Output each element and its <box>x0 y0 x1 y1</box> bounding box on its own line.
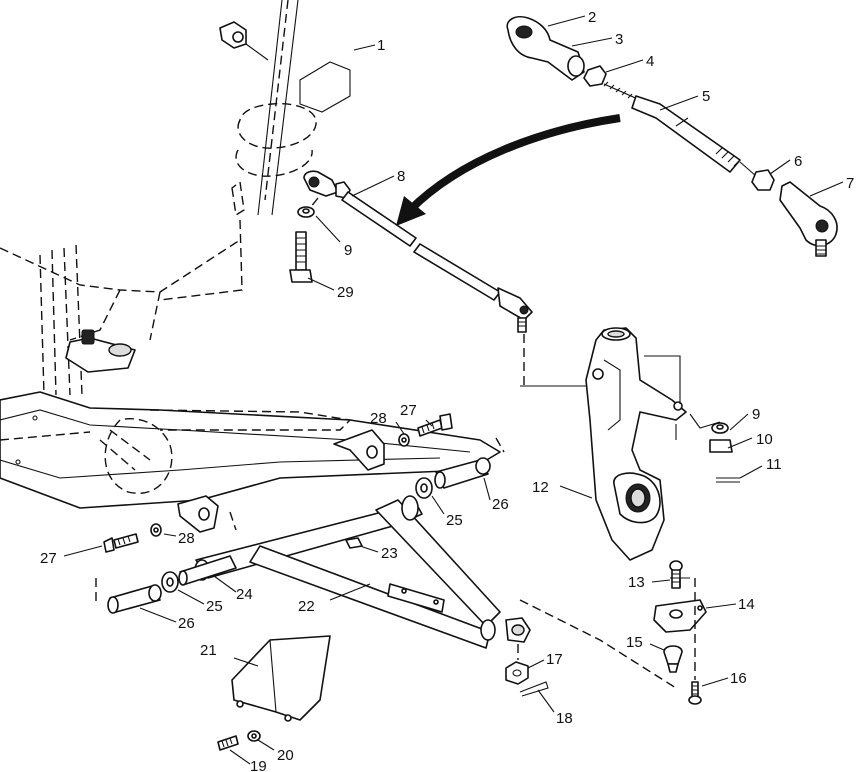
callout-17: 17 <box>546 651 563 668</box>
bolt-16 <box>688 681 702 705</box>
washer-28-bolt-upper <box>398 433 410 447</box>
callout-25-upper: 25 <box>446 512 463 529</box>
callout-28-lower: 28 <box>178 530 195 547</box>
washer-25-lower <box>161 571 179 593</box>
tie-rod-installed <box>289 170 586 387</box>
callout-13: 13 <box>628 574 645 591</box>
ball-joint-guides <box>519 577 696 689</box>
callout-27-lower: 27 <box>40 550 57 567</box>
callout-28-upper: 28 <box>370 410 387 427</box>
callout-22: 22 <box>298 598 315 615</box>
callout-10: 10 <box>756 431 773 448</box>
callout-4: 4 <box>646 53 654 70</box>
callout-5: 5 <box>702 88 710 105</box>
pivot-shaft-24 <box>178 555 237 586</box>
callout-25-lower: 25 <box>206 598 223 615</box>
assembly-direction-arrow <box>396 114 621 226</box>
callout-numbers: 1 2 3 4 5 6 7 8 9 29 9 10 11 12 27 28 26… <box>40 9 854 772</box>
mount-bracket-28-upper <box>333 429 385 471</box>
callout-leaders <box>63 15 844 765</box>
frame-dashed-guides <box>95 437 505 605</box>
bolt-19 <box>217 735 239 751</box>
callout-23: 23 <box>381 545 398 562</box>
callout-26-upper: 26 <box>492 496 509 513</box>
callout-8: 8 <box>397 168 405 185</box>
callout-27-upper: 27 <box>400 402 417 419</box>
callout-1: 1 <box>377 37 385 54</box>
callout-14: 14 <box>738 596 755 613</box>
spindle-fasteners-9-10-11 <box>689 413 740 483</box>
ball-joint-15 <box>663 645 683 673</box>
callout-6: 6 <box>794 153 802 170</box>
frame-chassis <box>0 219 501 509</box>
callout-26-lower: 26 <box>178 615 195 632</box>
callout-29: 29 <box>337 284 354 301</box>
bolt-13 <box>669 560 683 589</box>
a-arm <box>194 495 549 697</box>
tie-rod-assembly-exploded <box>506 15 838 257</box>
pivot-tube-26-upper <box>434 457 491 489</box>
callout-24: 24 <box>236 586 253 603</box>
tie-rod-end-upper-left <box>219 21 269 61</box>
bolt-27-lower <box>103 533 139 553</box>
steering-post <box>231 0 351 217</box>
bolt-27-upper <box>417 413 453 437</box>
callout-9-tie-rod: 9 <box>344 242 352 259</box>
mount-bracket-28-lower <box>177 495 219 533</box>
callout-19: 19 <box>250 758 267 772</box>
callout-11: 11 <box>766 456 782 473</box>
washer-28-bolt-lower <box>150 523 162 537</box>
callout-18: 18 <box>556 710 573 727</box>
callout-7: 7 <box>846 175 854 192</box>
callout-9-spindle: 9 <box>752 406 760 423</box>
callout-12: 12 <box>532 479 549 496</box>
skid-plate <box>231 635 331 722</box>
washer-25-upper <box>415 477 433 499</box>
callout-21: 21 <box>200 642 217 659</box>
washer-20 <box>247 730 261 742</box>
ball-joint-plate-14 <box>653 599 707 633</box>
spindle-knuckle <box>585 327 687 561</box>
pivot-tube-26-lower <box>107 584 162 614</box>
callout-3: 3 <box>615 31 623 48</box>
callout-2: 2 <box>588 9 596 26</box>
callout-15: 15 <box>626 634 643 651</box>
callout-16: 16 <box>730 670 747 687</box>
callout-20: 20 <box>277 747 294 764</box>
